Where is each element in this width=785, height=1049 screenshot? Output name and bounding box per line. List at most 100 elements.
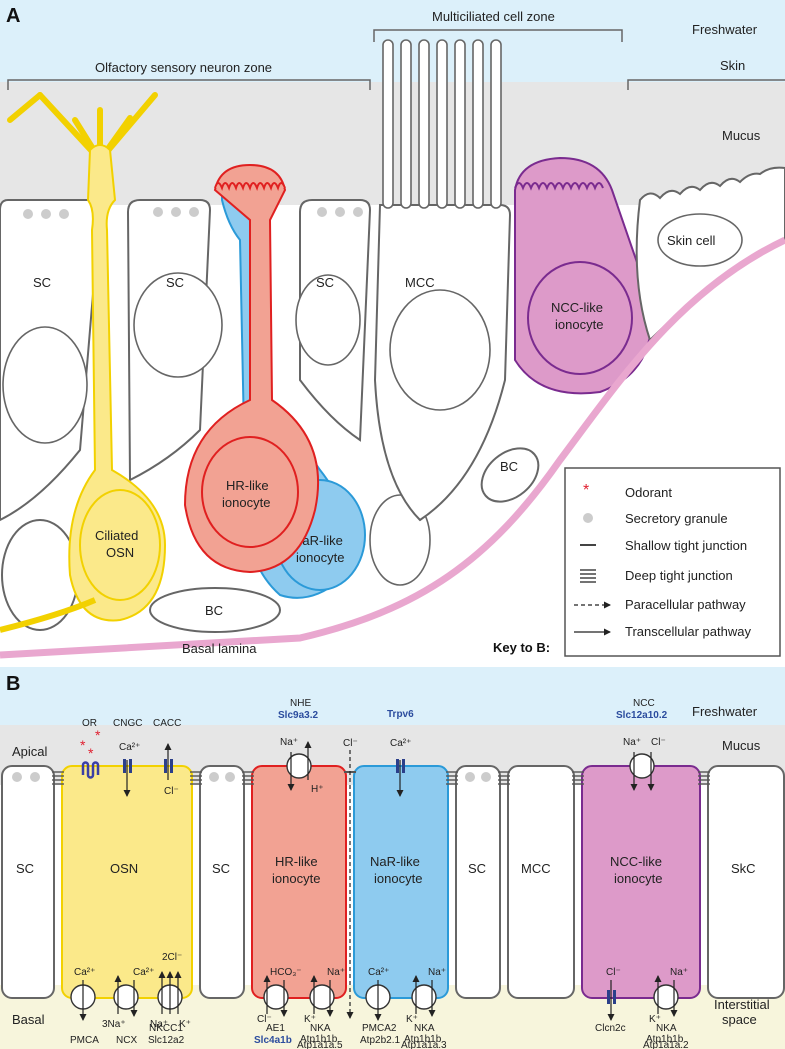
key-item-granule: Secretory granule — [625, 511, 728, 526]
osn-ncx-na: 3Na⁺ — [102, 1019, 126, 1030]
apical-label: Apical — [12, 744, 48, 759]
mcc-cilia — [382, 39, 502, 209]
ncc-nka-label: NKA — [656, 1023, 677, 1034]
granule — [12, 772, 22, 782]
skin-cell-nucleus — [657, 213, 743, 267]
bc2-label: BC — [500, 459, 518, 474]
clcn2c-channel-icon — [607, 990, 610, 1004]
interstitial-label-1: Interstitial — [714, 997, 770, 1012]
mcc-zone-bracket — [373, 29, 623, 42]
nar-nka-carrier — [411, 984, 437, 1010]
nhe-carrier — [286, 753, 312, 779]
hr-nka-k: K⁺ — [304, 1014, 316, 1025]
ncx-carrier — [113, 984, 139, 1010]
osn-nkcc-k: K⁺ — [179, 1019, 191, 1030]
osn-cl-out: Cl⁻ — [164, 786, 179, 797]
hr-ae-cl: Cl⁻ — [257, 1014, 272, 1025]
cngc-channel-icon-b — [129, 759, 132, 773]
hr-apical-microvilli — [214, 182, 286, 192]
osn-nkcc-2cl: 2Cl⁻ — [162, 952, 182, 963]
key-title: Key to B: — [493, 640, 550, 655]
skc-cell-b — [707, 765, 785, 999]
lower-cell-3 — [369, 494, 431, 586]
nar-label-b1: NaR-like — [370, 854, 420, 869]
trpv6-label: Trpv6 — [387, 709, 414, 720]
hr-na-ion: Na⁺ — [280, 737, 298, 748]
key-granule-icon — [583, 513, 593, 523]
hr-nka-na: Na⁺ — [327, 967, 345, 978]
nar-nka-label: NKA — [414, 1023, 435, 1034]
ncc-cl-ion: Cl⁻ — [651, 737, 666, 748]
hr-hco3: HCO₃⁻ — [270, 967, 302, 978]
hr-atp1-label: Atp1b1b — [300, 1034, 338, 1045]
sc-cell-b2 — [199, 765, 245, 999]
mucus-label-b: Mucus — [722, 738, 761, 753]
nar-atp1-label: Atp1b1b — [404, 1034, 442, 1045]
osn-zone-label: Olfactory sensory neuron zone — [95, 60, 272, 75]
interstitial-label-2: space — [722, 1012, 757, 1027]
hr-label-b2: ionocyte — [272, 871, 320, 886]
granule — [225, 772, 235, 782]
slc9a3-label: Slc9a3.2 — [278, 710, 318, 721]
odorant-star-1: * — [80, 737, 86, 753]
mcc-label-b: MCC — [521, 861, 551, 876]
granule — [335, 207, 345, 217]
ncc-label-b1: NCC-like — [610, 854, 662, 869]
mucus-label-a: Mucus — [722, 128, 761, 143]
hr-label-b1: HR-like — [275, 854, 318, 869]
skin-cell-label: Skin cell — [667, 233, 716, 248]
nar-atp2-label: Atp1a1a.3 — [401, 1040, 447, 1049]
nkcc1-label: NKCC1 — [149, 1023, 183, 1034]
panel-b-label: B — [6, 673, 20, 695]
osn-nucleus-a — [79, 489, 161, 601]
basal-lamina-label: Basal lamina — [182, 641, 257, 656]
granule — [153, 207, 163, 217]
freshwater-band-b — [0, 667, 785, 725]
osn-zone-bracket — [7, 79, 371, 90]
key-item-shallow-tj: Shallow tight junction — [625, 538, 747, 553]
nar-label-a2: ionocyte — [296, 550, 344, 565]
ncc-nka-carrier — [653, 984, 679, 1010]
osn-ca-in: Ca²⁺ — [119, 742, 140, 753]
slc12a10-label: Slc12a10.2 — [616, 710, 668, 721]
ncc-atp2-label: Atp1a1a.2 — [643, 1040, 689, 1049]
ncc-label-b2: ionocyte — [614, 871, 662, 886]
cngc-label: CNGC — [113, 718, 142, 729]
mcc-nucleus — [389, 289, 491, 411]
nar-nka-na: Na⁺ — [428, 967, 446, 978]
hr-nka-carrier — [309, 984, 335, 1010]
hr-nka-label: NKA — [310, 1023, 331, 1034]
hr-label-a1: HR-like — [226, 478, 269, 493]
pmca2-label: PMCA2 — [362, 1023, 397, 1034]
granule — [171, 207, 181, 217]
sc-cell-b1 — [1, 765, 55, 999]
clcn2c-channel-icon-b — [613, 990, 616, 1004]
nhe-label: NHE — [290, 698, 311, 709]
nar-ca-ion: Ca²⁺ — [390, 738, 411, 749]
sc1-label: SC — [33, 275, 51, 290]
granule — [41, 209, 51, 219]
or-label: OR — [82, 718, 97, 729]
odorant-star-2: * — [95, 727, 101, 743]
hr-nucleus-a — [201, 436, 299, 548]
slc4a1b-label: Slc4a1b — [254, 1035, 292, 1046]
nar-pmca-ca: Ca²⁺ — [368, 967, 389, 978]
sc1-nucleus — [2, 326, 88, 444]
sc-label-b3: SC — [468, 861, 486, 876]
cacc-channel-icon — [164, 759, 167, 773]
basal-lamina — [0, 236, 785, 659]
ncc-label-a1: NCC-like — [551, 300, 603, 315]
osn-axon — [0, 597, 97, 633]
key-box — [564, 467, 781, 657]
clcn2c-label: Clcn2c — [595, 1023, 626, 1034]
ncc-carrier — [629, 753, 655, 779]
freshwater-label-a: Freshwater — [692, 22, 758, 37]
granule — [189, 207, 199, 217]
nar-label-b2: ionocyte — [374, 871, 422, 886]
bc1-label: BC — [205, 603, 223, 618]
skin-label: Skin — [720, 58, 745, 73]
granule — [30, 772, 40, 782]
slc12a2-label: Slc12a2 — [148, 1035, 185, 1046]
mcc-label-a: MCC — [405, 275, 435, 290]
